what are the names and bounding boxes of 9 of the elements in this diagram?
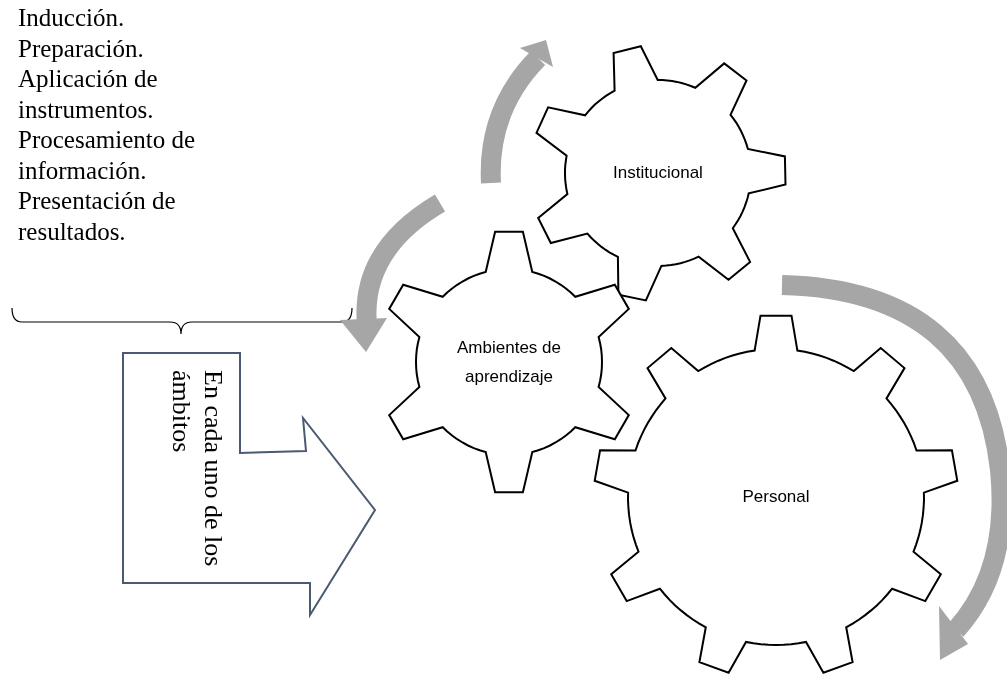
gear-label: Institucional [612, 163, 704, 183]
arrow-text: En cada uno de los ámbitos [166, 370, 229, 569]
list-item: Preparación. [18, 33, 145, 64]
list-item: Procesamiento de información. [18, 125, 197, 186]
list-item: Inducción. [18, 3, 126, 33]
list-item: Presentación de resultados. [18, 186, 177, 247]
gear-label: Personal [741, 487, 811, 507]
list-item: Aplicación de instrumentos. [18, 64, 159, 125]
gear-label: Ambientes de aprendizaje [456, 337, 562, 388]
